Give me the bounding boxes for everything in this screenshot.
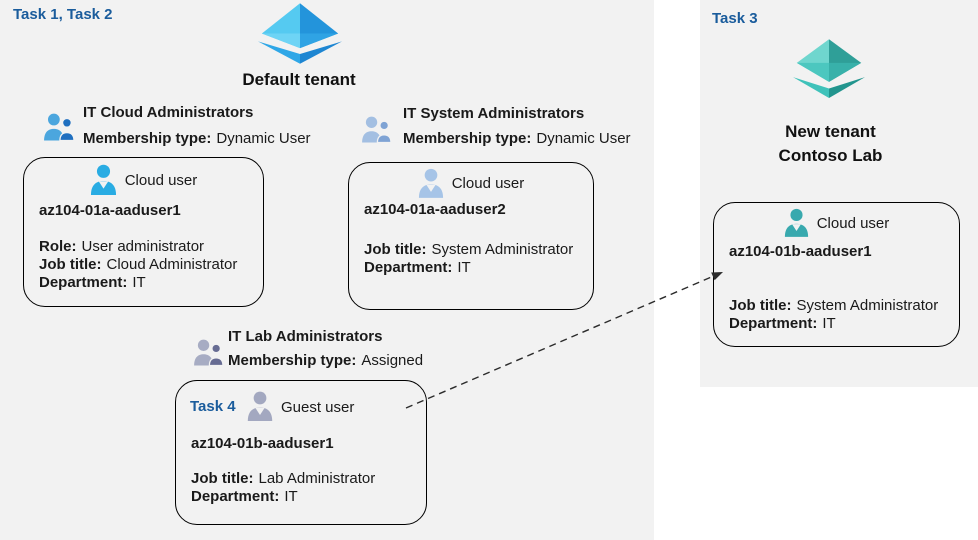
field-value: IT — [132, 274, 146, 291]
field-value: IT — [457, 259, 471, 276]
field-row: Department:IT — [364, 259, 573, 277]
default-tenant-panel — [0, 0, 654, 540]
user-type-label: Cloud user — [124, 171, 198, 189]
group-name: IT Lab Administrators — [228, 328, 383, 345]
membership-value: Assigned — [361, 352, 424, 369]
user-fields: Role:User administrator Job title:Cloud … — [39, 238, 237, 292]
card-header: Cloud user — [349, 168, 593, 199]
field-label: Department: — [729, 315, 818, 332]
field-row: Job title:Lab Administrator — [191, 470, 375, 488]
field-row: Department:IT — [39, 274, 237, 292]
membership-value: Dynamic User — [216, 130, 311, 147]
field-value: IT — [284, 488, 298, 505]
field-label: Role: — [39, 238, 77, 255]
username: az104-01a-aaduser2 — [364, 201, 506, 218]
field-row: Department:IT — [191, 488, 375, 506]
field-row: Job title:System Administrator — [729, 297, 938, 315]
membership-value: Dynamic User — [536, 130, 631, 147]
username: az104-01b-aaduser1 — [191, 435, 334, 452]
cloud-user-icon — [418, 168, 443, 198]
azuread-tenant-icon-blue — [257, 3, 343, 64]
username: az104-01a-aaduser1 — [39, 202, 181, 219]
field-row: Department:IT — [729, 315, 938, 333]
user-fields: Job title:Lab Administrator Department:I… — [191, 470, 375, 506]
field-label: Department: — [191, 488, 280, 505]
group-icon-system-admins — [362, 116, 391, 143]
field-value: System Administrator — [796, 297, 939, 314]
guest-user-icon — [247, 391, 273, 422]
guest-user-card: Task 4 Guest user az104-01b-aaduser1 Job… — [175, 380, 427, 525]
user-type-label: Cloud user — [816, 214, 890, 232]
field-value: System Administrator — [431, 241, 574, 258]
task-1-2-label: Task 1, Task 2 — [13, 6, 113, 23]
group-membership: Membership type:Dynamic User — [403, 130, 631, 147]
new-tenant-title: New tenant Contoso Lab — [738, 120, 923, 168]
field-label: Job title: — [39, 256, 102, 273]
cloud-user-icon — [90, 164, 116, 195]
field-value: IT — [822, 315, 836, 332]
azuread-tenant-icon-teal — [793, 39, 865, 98]
card-header: Cloud user — [24, 164, 263, 196]
group-membership: Membership type:Dynamic User — [83, 130, 311, 147]
user-card-aaduser1: Cloud user az104-01a-aaduser1 Role:User … — [23, 157, 264, 307]
group-icon-lab-admins — [194, 339, 223, 366]
group-membership: Membership type:Assigned — [228, 352, 423, 369]
field-row: Role:User administrator — [39, 238, 237, 256]
field-label: Job title: — [729, 297, 792, 314]
group-name: IT System Administrators — [403, 105, 585, 122]
user-type-label: Cloud user — [451, 175, 525, 192]
field-row: Job title:Cloud Administrator — [39, 256, 237, 274]
field-label: Department: — [364, 259, 453, 276]
task-4-label: Task 4 — [190, 398, 236, 415]
group-name: IT Cloud Administrators — [83, 104, 254, 121]
membership-label: Membership type: — [228, 352, 357, 369]
membership-label: Membership type: — [403, 130, 532, 147]
field-value: Lab Administrator — [258, 470, 376, 487]
field-value: Cloud Administrator — [106, 256, 238, 273]
membership-label: Membership type: — [83, 130, 212, 147]
field-label: Job title: — [191, 470, 254, 487]
user-fields: Job title:System Administrator Departmen… — [729, 297, 938, 333]
new-tenant-title-line2: Contoso Lab — [778, 146, 883, 165]
user-fields: Job title:System Administrator Departmen… — [364, 241, 573, 277]
field-label: Job title: — [364, 241, 427, 258]
user-card-aaduser1-newtenant: Cloud user az104-01b-aaduser1 Job title:… — [713, 202, 960, 347]
field-value: User administrator — [81, 238, 205, 255]
card-header: Cloud user — [714, 208, 959, 238]
default-tenant-title: Default tenant — [242, 70, 356, 89]
username: az104-01b-aaduser1 — [729, 243, 872, 260]
field-row: Job title:System Administrator — [364, 241, 573, 259]
user-type-label: Guest user — [281, 399, 355, 416]
task-3-label: Task 3 — [712, 10, 758, 27]
field-label: Department: — [39, 274, 128, 291]
new-tenant-title-line1: New tenant — [785, 122, 876, 141]
user-card-aaduser2: Cloud user az104-01a-aaduser2 Job title:… — [348, 162, 594, 310]
cloud-user-icon — [784, 208, 808, 237]
group-icon-cloud-admins — [44, 113, 74, 141]
